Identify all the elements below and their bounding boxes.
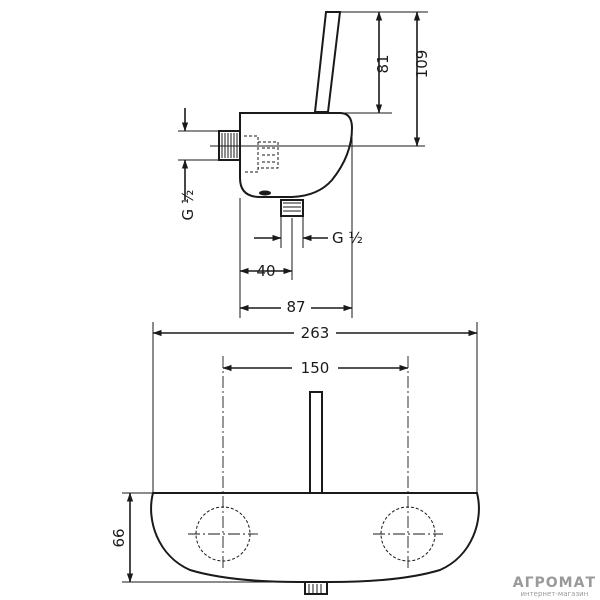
dim-g-half-left-label: G ½ bbox=[179, 190, 197, 221]
side-dimensions: 81 109 G ½ G ½ 40 87 bbox=[178, 11, 431, 318]
hidden-internal-lines bbox=[244, 135, 279, 173]
outlet-connector bbox=[280, 199, 304, 217]
mixer-body-side bbox=[239, 112, 354, 198]
outlet-front bbox=[304, 581, 328, 595]
dim-81-label: 81 bbox=[374, 54, 392, 73]
dim-263-label: 263 bbox=[301, 324, 330, 342]
lever-stem-front bbox=[309, 391, 323, 495]
dim-109-label: 109 bbox=[413, 50, 431, 79]
dim-87-label: 87 bbox=[286, 298, 305, 316]
dim-g-half-bottom-label: G ½ bbox=[332, 229, 363, 247]
watermark-logo: АГРОМАТ интернет-магазин bbox=[513, 576, 596, 598]
lever-handle bbox=[313, 11, 342, 113]
dim-40-label: 40 bbox=[256, 262, 275, 280]
dim-150-label: 150 bbox=[301, 359, 330, 377]
outlet-thread-lines bbox=[283, 202, 301, 212]
port-mark bbox=[259, 190, 271, 196]
watermark-tagline: интернет-магазин bbox=[520, 590, 589, 598]
front-dimensions: 263 150 66 bbox=[110, 322, 478, 583]
side-view bbox=[210, 11, 425, 217]
front-view bbox=[150, 356, 480, 595]
dim-66-label: 66 bbox=[110, 528, 128, 547]
mixer-body-front bbox=[150, 492, 480, 583]
watermark-brand: АГРОМАТ bbox=[512, 575, 596, 591]
